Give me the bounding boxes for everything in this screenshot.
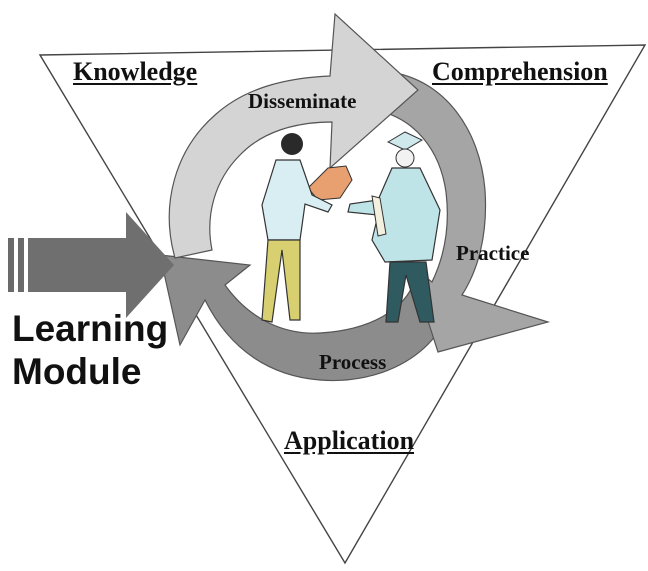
process-label: Process	[319, 350, 387, 374]
learning-module-line2: Module	[12, 350, 142, 392]
knowledge-label: Knowledge	[73, 57, 198, 86]
process-arrow	[159, 254, 456, 382]
learning-module-label: Learning Module	[12, 308, 168, 393]
person-left-legs	[261, 239, 301, 323]
graduation-cap-icon	[386, 131, 424, 151]
handshake-illustration	[261, 131, 441, 323]
person-right-robe	[347, 167, 441, 263]
person-left-head	[281, 133, 303, 155]
learning-module-line1: Learning	[12, 308, 169, 349]
disseminate-label: Disseminate	[248, 89, 357, 113]
disseminate-arrow	[168, 12, 419, 259]
person-right-legs	[385, 261, 435, 323]
input-arrow	[8, 212, 174, 318]
person-left-body	[261, 159, 333, 241]
diploma-icon	[371, 195, 387, 237]
application-label: Application	[284, 426, 415, 455]
practice-label: Practice	[456, 241, 530, 265]
person-right-head	[395, 148, 415, 168]
comprehension-label: Comprehension	[432, 57, 608, 86]
